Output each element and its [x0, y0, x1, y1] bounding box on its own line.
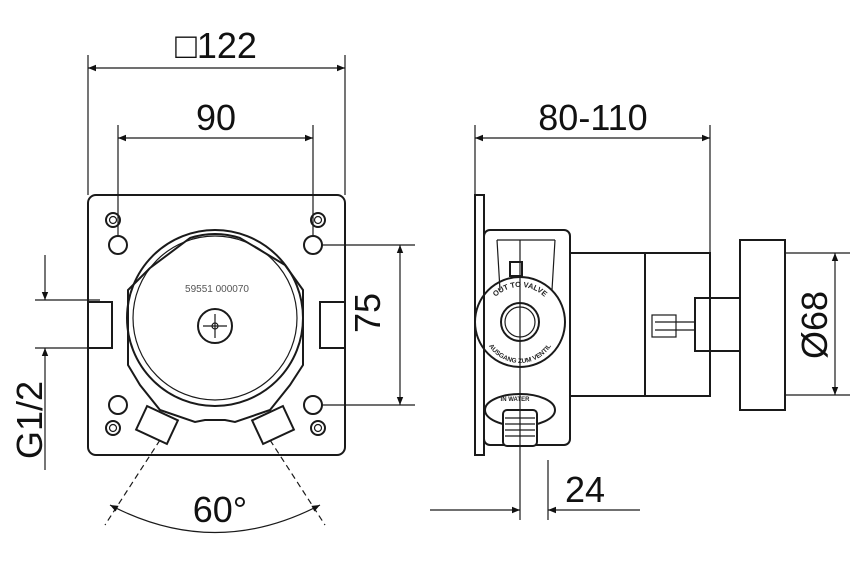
side-plate	[474, 194, 485, 456]
valve-housing	[126, 229, 304, 407]
side-view: OUT TO VALVE AUSGANG ZUM VENTIL IN WATER	[474, 194, 786, 460]
dim-g12: G1/2	[9, 381, 50, 459]
front-view: 59551 000070	[87, 194, 346, 526]
port-right	[319, 301, 346, 349]
dim-80-110: 80-110	[538, 97, 647, 138]
sleeve	[644, 252, 711, 397]
front-dimensions: □122 90 75 G1/2 60°	[9, 25, 415, 534]
port-left	[87, 301, 113, 349]
center-screw	[197, 308, 233, 344]
port-bottom-right	[250, 404, 296, 446]
stem	[694, 297, 741, 352]
dim-68: Ø68	[794, 291, 835, 359]
cylinder	[569, 252, 646, 397]
part-number: 59551 000070	[185, 284, 249, 295]
flange	[739, 239, 786, 411]
side-dimensions: 80-110 Ø68 24	[430, 97, 850, 520]
port-bottom-left	[134, 404, 180, 446]
dim-60: 60°	[193, 489, 247, 530]
dim-75: 75	[347, 293, 388, 333]
dim-122: □122	[175, 25, 257, 66]
dim-90: 90	[196, 97, 236, 138]
inlet-label: IN WATER	[501, 397, 531, 403]
dim-24: 24	[565, 469, 605, 510]
